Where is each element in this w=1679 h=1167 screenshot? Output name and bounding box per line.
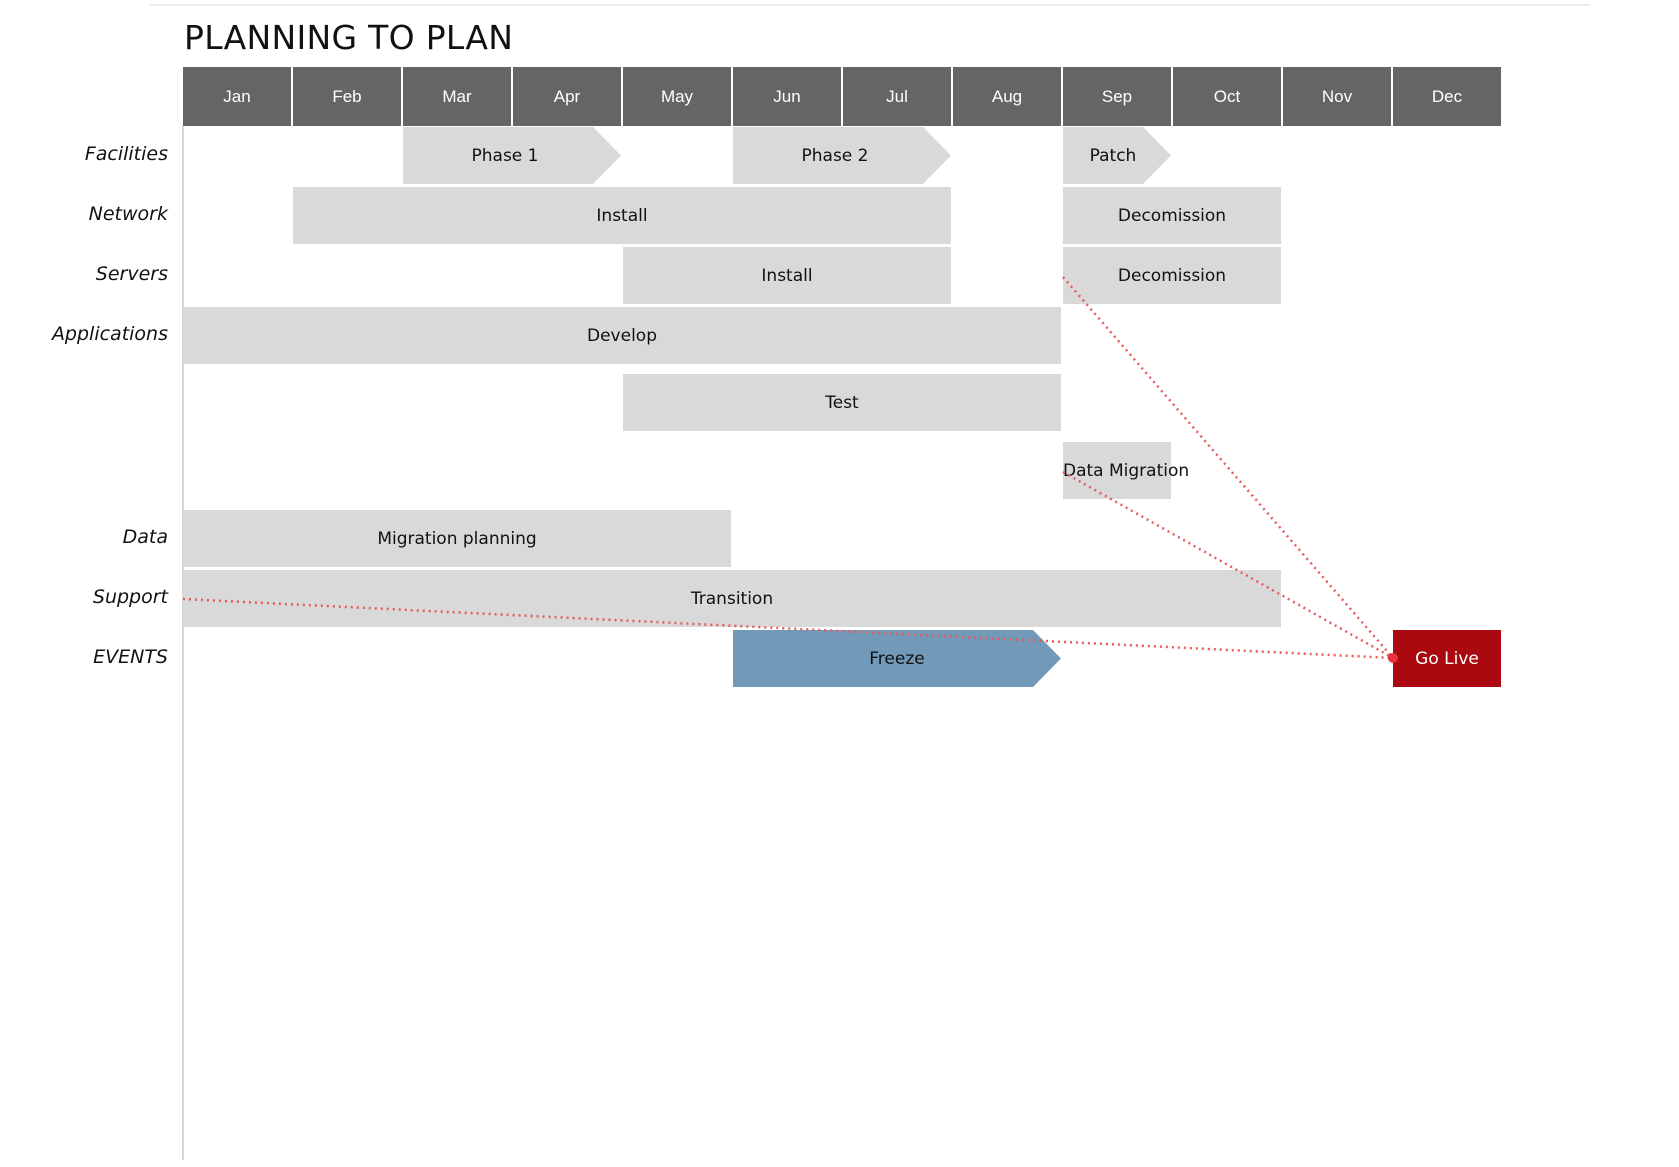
row-label-events: EVENTS xyxy=(93,646,168,668)
month-header-apr: Apr xyxy=(513,67,621,126)
month-header-jul: Jul xyxy=(843,67,951,126)
task-patch[interactable]: Patch xyxy=(1063,127,1171,184)
milestone-go-live[interactable]: Go Live xyxy=(1393,630,1501,687)
task-servers-install[interactable]: Install xyxy=(623,247,951,304)
month-header-mar: Mar xyxy=(403,67,511,126)
task-data-migration[interactable]: Data Migration xyxy=(1063,442,1189,499)
task-test[interactable]: Test xyxy=(623,374,1061,431)
row-label-facilities: Facilities xyxy=(84,143,168,165)
task-develop[interactable]: Develop xyxy=(183,307,1061,364)
month-header-aug: Aug xyxy=(953,67,1061,126)
month-header-nov: Nov xyxy=(1283,67,1391,126)
task-network-install[interactable]: Install xyxy=(293,187,951,244)
month-header-oct: Oct xyxy=(1173,67,1281,126)
event-freeze[interactable]: Freeze xyxy=(733,630,1061,687)
task-label: Patch xyxy=(1089,145,1137,166)
task-network-decomission[interactable]: Decomission xyxy=(1063,187,1281,244)
task-label: Freeze xyxy=(869,648,925,669)
task-label: Phase 1 xyxy=(471,145,539,166)
top-divider xyxy=(150,4,1590,6)
row-label-data: Data xyxy=(122,526,168,548)
timeline-axis xyxy=(182,126,184,1160)
row-label-servers: Servers xyxy=(95,263,168,285)
month-header-feb: Feb xyxy=(293,67,401,126)
link-data-migration-to-go-live xyxy=(1062,470,1394,660)
row-label-support: Support xyxy=(92,586,168,608)
task-transition[interactable]: Transition xyxy=(183,570,1281,627)
row-label-network: Network xyxy=(88,203,168,225)
month-header-jan: Jan xyxy=(183,67,291,126)
page-title: PLANNING TO PLAN xyxy=(184,18,514,57)
task-migration-planning[interactable]: Migration planning xyxy=(183,510,731,567)
task-label: Phase 2 xyxy=(801,145,869,166)
task-phase-1[interactable]: Phase 1 xyxy=(403,127,621,184)
month-header-may: May xyxy=(623,67,731,126)
task-phase-2[interactable]: Phase 2 xyxy=(733,127,951,184)
month-header-dec: Dec xyxy=(1393,67,1501,126)
month-header-jun: Jun xyxy=(733,67,841,126)
row-label-applications: Applications xyxy=(51,323,168,345)
month-header-sep: Sep xyxy=(1063,67,1171,126)
task-servers-decomission[interactable]: Decomission xyxy=(1063,247,1281,304)
